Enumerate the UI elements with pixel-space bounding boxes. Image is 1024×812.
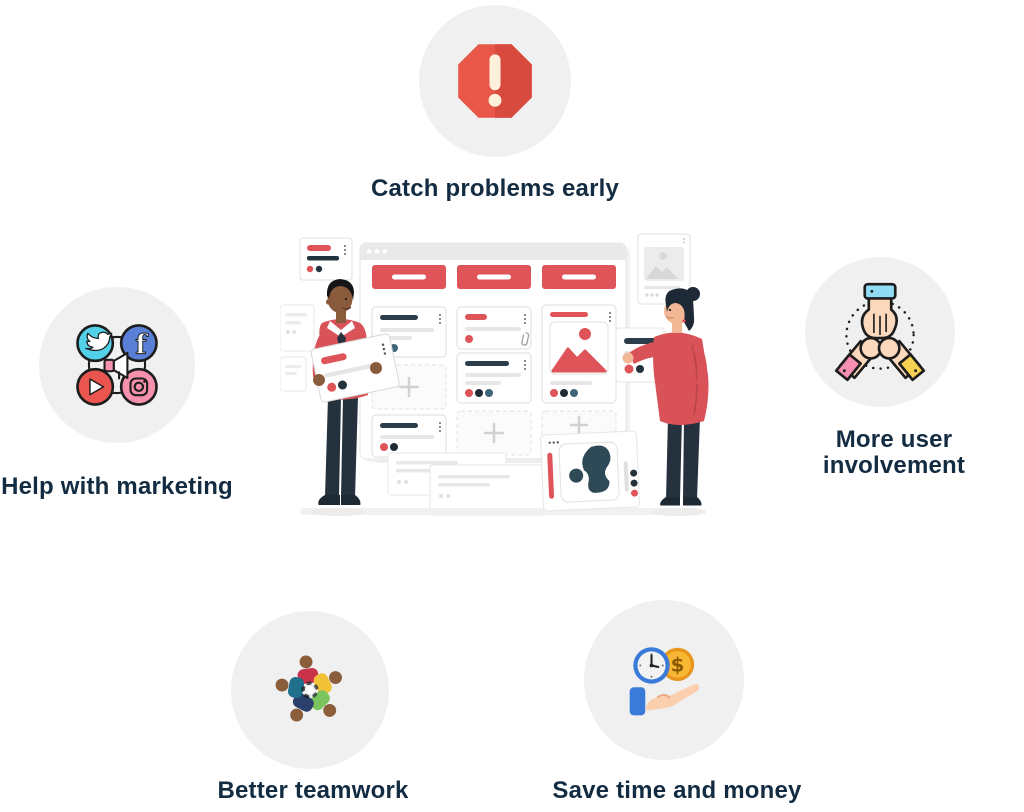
feature-label-save-time-money: Save time and money xyxy=(552,777,802,804)
task-card xyxy=(371,414,447,458)
floating-card-top-right xyxy=(637,233,691,305)
held-card xyxy=(310,333,400,403)
megaphone-icon xyxy=(103,352,129,380)
task-card xyxy=(456,352,532,404)
stop-alert-icon-circle xyxy=(419,5,571,157)
dollar-coin-icon: $ xyxy=(660,647,695,682)
hands-stacked-icon-circle xyxy=(805,257,955,407)
empty-card-slot xyxy=(456,410,532,456)
time-money-icon-circle: $ xyxy=(584,600,744,760)
feature-label-marketing: Help with marketing xyxy=(1,473,233,500)
social-media-icon: f xyxy=(76,324,158,406)
svg-text:f: f xyxy=(135,330,149,361)
feature-label-teamwork: Better teamwork xyxy=(217,777,409,804)
hair-bun xyxy=(686,287,700,301)
time-money-icon: $ xyxy=(629,647,700,716)
browser-top-bar xyxy=(360,243,626,260)
man-figure xyxy=(310,279,400,508)
image-task-card xyxy=(541,304,617,404)
earring xyxy=(682,319,686,323)
woman-hair xyxy=(665,288,695,331)
open-hand-icon xyxy=(629,684,700,716)
man-hair xyxy=(326,279,354,300)
floating-card-left xyxy=(280,304,315,392)
hands-stacked-icon xyxy=(834,282,926,382)
kanban-illustration xyxy=(280,233,709,516)
ground-shadow xyxy=(300,508,700,515)
instagram-icon xyxy=(119,367,158,406)
team-circle-icon-circle xyxy=(231,611,389,769)
svg-text:$: $ xyxy=(671,654,685,677)
woman-hand xyxy=(622,352,634,364)
facebook-icon xyxy=(119,324,158,363)
feature-label-user-involvement: More user involvement xyxy=(822,426,966,480)
paperclip-icon xyxy=(521,332,530,346)
feature-label-catch-problems: Catch problems early xyxy=(370,175,620,202)
woman-figure xyxy=(622,287,709,508)
stop-alert-icon xyxy=(458,44,532,118)
clock-icon xyxy=(633,647,670,684)
task-card xyxy=(456,306,532,350)
social-media-icon-circle: f xyxy=(39,287,195,443)
kanban-board xyxy=(359,242,627,463)
top-hand xyxy=(860,282,899,340)
left-fist xyxy=(834,336,883,382)
floating-card-top-left xyxy=(299,237,353,281)
team-circle-icon xyxy=(275,655,342,722)
right-fist xyxy=(877,336,926,382)
floating-card-dark-image xyxy=(540,430,640,512)
